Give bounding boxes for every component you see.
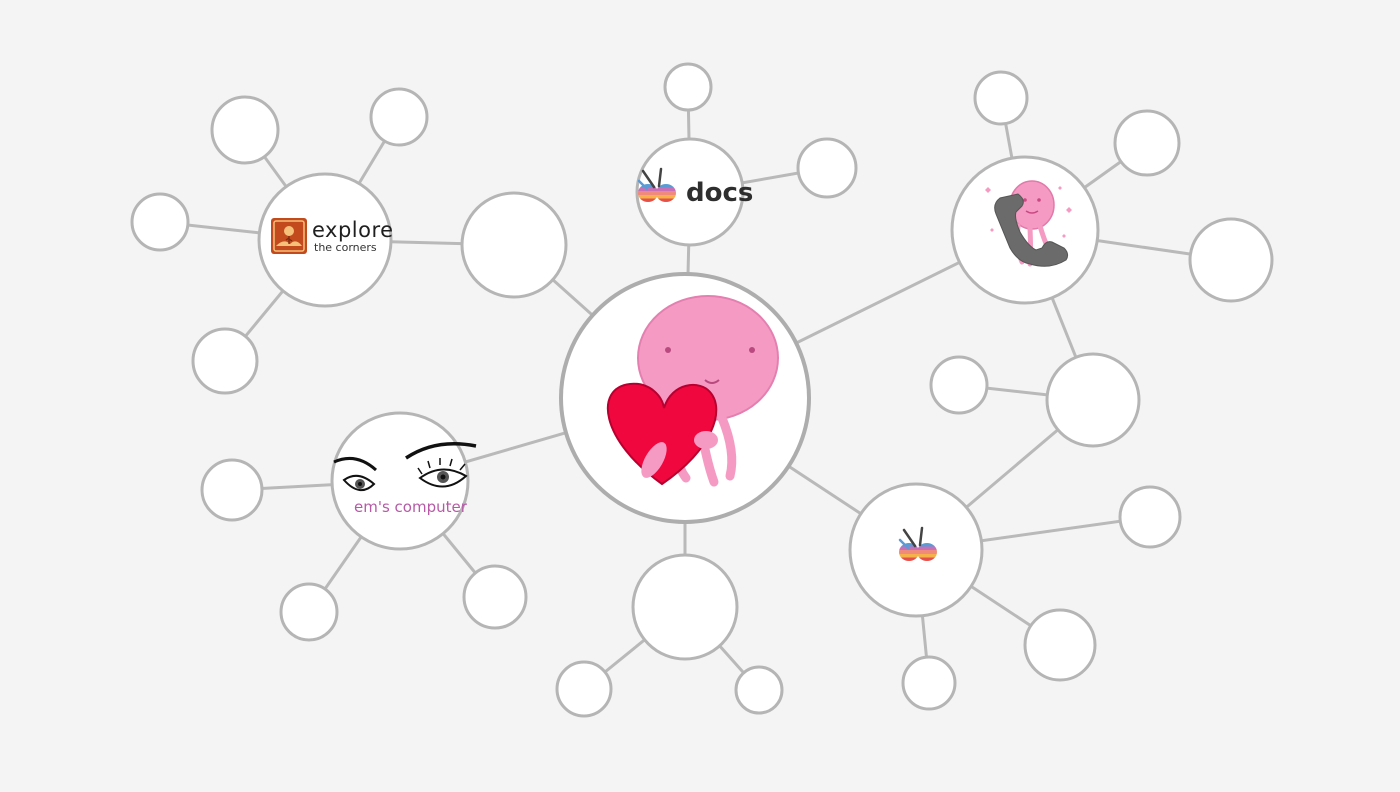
eyes-icon — [333, 442, 477, 491]
empty-node[interactable] — [1118, 485, 1182, 549]
empty-node[interactable] — [130, 192, 190, 252]
explore-node[interactable]: explore the corners — [257, 172, 394, 308]
empty-node[interactable] — [663, 62, 713, 112]
empty-node[interactable] — [1188, 217, 1274, 303]
empty-node[interactable] — [460, 191, 568, 299]
butterfly-logo-node[interactable] — [848, 482, 984, 618]
pink-character-with-phone-icon — [985, 180, 1072, 267]
explore-sublabel: the corners — [314, 241, 377, 254]
empty-node[interactable] — [929, 355, 989, 415]
empty-node[interactable] — [210, 95, 280, 165]
orange-desert-tile-icon — [271, 218, 307, 254]
empty-node[interactable] — [191, 327, 259, 395]
ems-computer-node[interactable]: em's computer — [330, 411, 477, 551]
center-node[interactable] — [559, 272, 811, 524]
empty-node[interactable] — [631, 553, 739, 661]
ems-computer-label: em's computer — [354, 498, 468, 516]
pink-character-holding-heart-icon — [606, 295, 779, 487]
empty-node[interactable] — [1113, 109, 1181, 177]
empty-node[interactable] — [462, 564, 528, 630]
empty-node[interactable] — [1045, 352, 1141, 448]
empty-nodes — [130, 62, 1274, 718]
docs-node[interactable]: docs — [635, 137, 753, 247]
empty-node[interactable] — [901, 655, 957, 711]
phone-character-node[interactable] — [950, 155, 1100, 305]
empty-node[interactable] — [734, 665, 784, 715]
empty-node[interactable] — [796, 137, 858, 199]
empty-node[interactable] — [973, 70, 1029, 126]
empty-node[interactable] — [555, 660, 613, 718]
docs-label: docs — [686, 178, 753, 208]
empty-node[interactable] — [200, 458, 264, 522]
empty-node[interactable] — [369, 87, 429, 147]
empty-node[interactable] — [279, 582, 339, 642]
empty-node[interactable] — [1023, 608, 1097, 682]
explore-label: explore — [312, 218, 394, 242]
